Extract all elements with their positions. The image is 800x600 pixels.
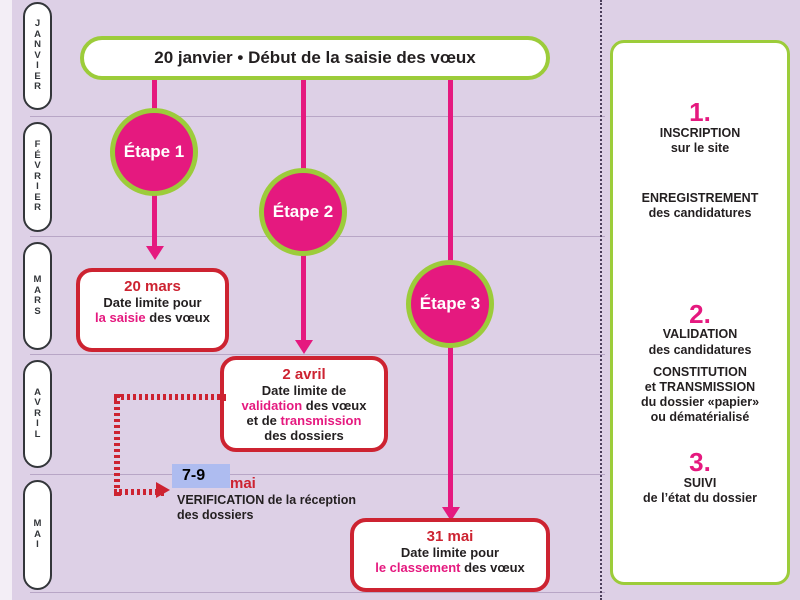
step-2-line: et TRANSMISSION: [644, 380, 756, 394]
highlight-text: le classement: [375, 560, 461, 575]
start-date-box: 20 janvier • Début de la saisie des vœux: [80, 36, 550, 80]
deadline-line: Date limite de: [261, 383, 347, 398]
step-1-line: ENREGISTREMENT: [641, 191, 759, 205]
step-2-line: CONSTITUTION: [653, 365, 747, 379]
verification-line: VERIFICATION de la réception: [177, 493, 356, 507]
deadline-text: des vœux: [145, 310, 210, 325]
deadline-line: validation des vœux: [224, 398, 384, 413]
deadline-line: Date limite pour: [400, 545, 500, 560]
month-mars: MARS: [23, 242, 52, 350]
deadline-text: et de: [246, 413, 281, 428]
left-margin: [0, 0, 12, 600]
arrowhead-right: [156, 482, 170, 498]
month-mai: MAI: [23, 480, 52, 590]
arrowhead: [441, 507, 460, 521]
deadline-date: 2 avril: [282, 366, 326, 383]
arrowhead: [294, 340, 313, 354]
highlight-text: la saisie: [95, 310, 146, 325]
verification-month: mai: [230, 475, 256, 492]
month-separator: [30, 116, 605, 117]
deadline-box-1: 20 mars Date limite pour la saisie des v…: [76, 268, 229, 352]
step-2-number: 2.: [689, 299, 711, 329]
month-janvier: JANVIER: [23, 2, 52, 110]
verification-text: VERIFICATION de la réception des dossier…: [177, 493, 356, 523]
arrowhead: [145, 246, 164, 260]
month-fevrier: FÉVRIER: [23, 122, 52, 232]
deadline-line: des dossiers: [264, 428, 344, 443]
dotted-connector: [114, 394, 120, 496]
deadline-line: et de transmission: [224, 413, 384, 428]
step-3-line: SUIVI: [683, 476, 717, 490]
step-1-line: des candidatures: [648, 206, 752, 220]
step-3-line: de l’état du dossier: [643, 491, 757, 505]
deadline-date: 31 mai: [426, 528, 474, 545]
month-separator: [30, 354, 605, 355]
step-1-number: 1.: [689, 97, 711, 127]
deadline-text: des vœux: [460, 560, 525, 575]
step-2-line: VALIDATION: [662, 327, 738, 341]
deadline-date: 20 mars: [124, 278, 181, 295]
dotted-connector: [114, 394, 226, 400]
etape-1-circle: Étape 1: [110, 108, 198, 196]
verification-line: des dossiers: [177, 508, 254, 522]
step-3-number: 3.: [689, 447, 711, 477]
highlight-text: transmission: [280, 413, 362, 428]
highlight-text: validation: [241, 398, 303, 413]
step-2-line: ou dématérialisé: [650, 410, 750, 424]
month-separator: [30, 592, 605, 593]
deadline-line: le classement des vœux: [354, 560, 546, 575]
deadline-line: Date limite pour: [103, 295, 202, 310]
deadline-box-3: 31 mai Date limite pour le classement de…: [350, 518, 550, 592]
etape-3-circle: Étape 3: [406, 260, 494, 348]
step-2-line: du dossier «papier»: [640, 395, 760, 409]
month-avril: AVRIL: [23, 360, 52, 468]
step-1-line: sur le site: [670, 141, 730, 155]
etape-2-circle: Étape 2: [259, 168, 347, 256]
deadline-line: la saisie des vœux: [80, 310, 225, 325]
step-1-line: INSCRIPTION: [659, 126, 741, 140]
step-2-line: des candidatures: [648, 343, 752, 357]
deadline-text: des vœux: [302, 398, 367, 413]
deadline-box-2: 2 avril Date limite de validation des vœ…: [220, 356, 388, 452]
month-separator: [30, 474, 605, 475]
column-divider: [600, 0, 602, 600]
date-badge: 7-9: [172, 464, 230, 488]
steps-panel: [610, 40, 790, 585]
